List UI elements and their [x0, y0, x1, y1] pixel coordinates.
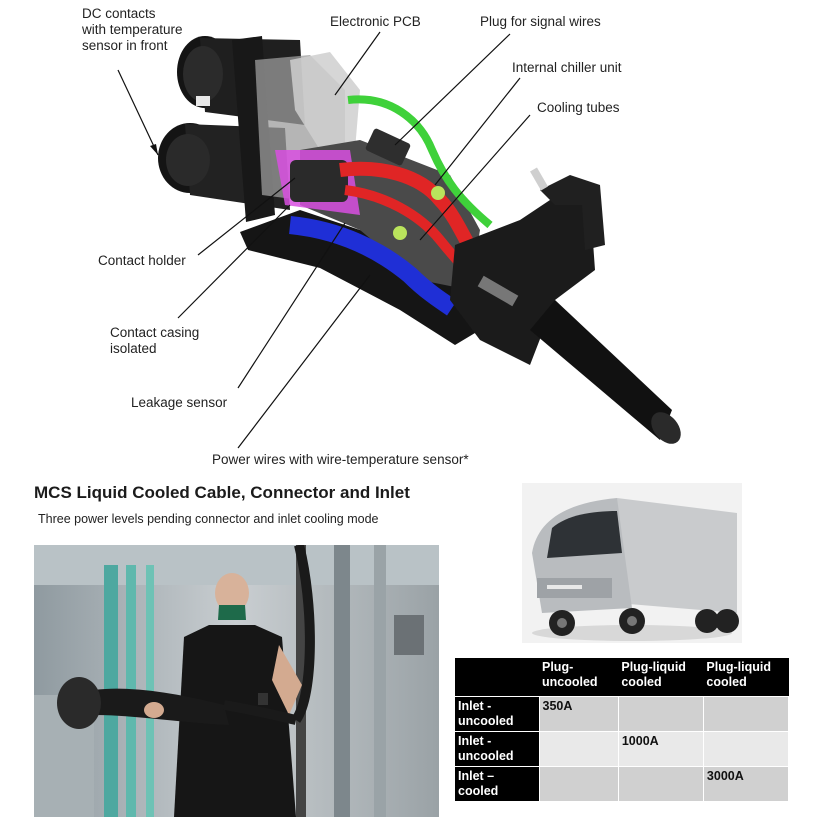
handle-shell [240, 210, 480, 345]
truck-photo-art [522, 483, 742, 643]
factory-photo [34, 545, 439, 817]
section-subheading: Three power levels pending connector and… [38, 512, 379, 526]
label-power-wires: Power wires with wire-temperature sensor… [212, 452, 469, 467]
leader-cooling-tubes [419, 114, 531, 241]
label-leakage-sensor: Leakage sensor [131, 395, 228, 410]
contact-holder-dark [290, 160, 348, 202]
truck-photo [522, 483, 742, 643]
leader-lines [117, 31, 531, 449]
table-cell: 1000A [617, 731, 704, 767]
table-corner-cell [455, 658, 539, 697]
leader-dc-contacts-arrow [150, 144, 158, 155]
leader-electronic-pcb [334, 31, 381, 96]
latch-pin [530, 167, 548, 191]
leader-plug-signal [394, 33, 511, 146]
leader-contact-casing [177, 204, 291, 319]
table-row: Inlet - uncooled 1000A [455, 731, 790, 767]
table-row: Inlet - uncooled 350A [455, 696, 790, 732]
leader-contact-holder [197, 177, 296, 256]
cooling-tube-red [339, 161, 485, 266]
table-header-row: Plug-uncooled Plug-liquid cooled Plug-li… [455, 658, 789, 697]
table-cell: 3000A [702, 766, 790, 802]
label-electronic-pcb: Electronic PCB [330, 14, 421, 29]
chiller-dot-1 [431, 186, 445, 200]
table-col-plug-liquid-cooled-2: Plug-liquid cooled [703, 658, 789, 697]
cable [530, 300, 672, 440]
leader-leakage-sensor [237, 222, 346, 389]
latch-lever [540, 175, 605, 250]
table-cell: 350A [538, 696, 619, 732]
rear-housing [450, 190, 595, 365]
signal-plug [365, 128, 411, 166]
label-contact-holder: Contact holder [98, 253, 186, 268]
table-cell [538, 731, 619, 767]
table-col-plug-liquid-cooled-1: Plug-liquid cooled [618, 658, 704, 697]
cooling-tube-blue [289, 216, 457, 316]
signal-wire-green [347, 95, 493, 229]
factory-photo-art [34, 545, 439, 817]
chiller-dot-2 [393, 226, 407, 240]
label-chiller: Internal chiller unit [512, 60, 622, 75]
table-row: Inlet – cooled 3000A [455, 766, 790, 802]
label-contact-casing: Contact casing isolated [110, 325, 200, 356]
leader-dc-contacts [117, 69, 159, 156]
table-cell [538, 766, 619, 802]
table-cell [702, 731, 790, 767]
table-cell [617, 766, 704, 802]
label-plug-signal: Plug for signal wires [480, 14, 601, 29]
table-row-label: Inlet - uncooled [455, 731, 539, 767]
cable-end [651, 412, 681, 444]
pcb-housing [290, 52, 360, 150]
section-heading: MCS Liquid Cooled Cable, Connector and I… [34, 483, 410, 502]
table-col-plug-uncooled: Plug-uncooled [539, 658, 619, 697]
mcs-current-table: Plug-uncooled Plug-liquid cooled Plug-li… [455, 658, 790, 802]
logo-plate [477, 275, 519, 307]
label-cooling-tubes: Cooling tubes [537, 100, 620, 115]
leader-chiller [434, 77, 521, 186]
leader-power-wires [237, 274, 371, 449]
table-cell [617, 696, 704, 732]
table-row-label: Inlet - uncooled [455, 696, 539, 732]
connector-cutaway-diagram [117, 31, 681, 449]
label-dc-contacts: DC contacts with temperature sensor in f… [82, 6, 183, 53]
table-row-label: Inlet – cooled [455, 766, 539, 801]
table-cell [702, 696, 790, 732]
